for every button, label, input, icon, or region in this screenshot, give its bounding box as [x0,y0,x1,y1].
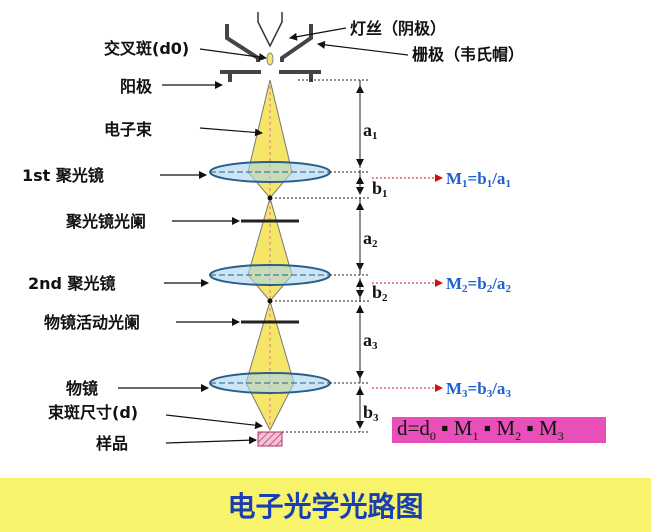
label-objective: 物镜 [66,379,98,398]
label-pointers [118,27,409,445]
label-spot-size: 束斑尺寸(d) [48,403,138,422]
distance-b2: b2 [372,282,388,304]
equation-m1: M1=b1/a1 [446,169,511,190]
label-aperture-1: 聚光镜光阑 [65,212,146,231]
crossover-point-2 [267,298,273,304]
anode-left [220,70,261,82]
grid-cap-right [280,24,313,62]
label-anode: 阳极 [120,77,153,96]
equation-arrows [372,174,443,392]
label-beam: 电子束 [104,120,153,139]
label-lens-2: 2nd 聚光镜 [28,274,116,293]
crossover-spot [266,52,274,66]
footer-banner: 电子光学光路图 [0,478,651,532]
distance-b1: b1 [372,178,388,200]
label-lens-1: 1st 聚光镜 [22,166,104,185]
equation-m3: M3=b3/a3 [446,379,511,400]
formula-highlight [392,417,606,443]
crossover-point-1 [267,195,273,201]
label-sample: 样品 [96,434,128,453]
filament-shape [257,12,283,48]
distance-b3: b3 [363,402,379,424]
spot-size-formula: d=d0 ▪ M1 ▪ M2 ▪ M3 [397,416,564,444]
distance-a3: a3 [363,330,378,352]
footer-title: 电子光学光路图 [227,490,424,523]
grid-cap-left [225,24,260,62]
label-aperture-2: 物镜活动光阑 [44,313,140,332]
sample-block [257,431,283,447]
electron-gun [220,12,321,82]
distance-a2: a2 [363,228,378,250]
equation-m2: M2=b2/a2 [446,274,511,295]
label-crossover: 交叉斑(d0) [104,39,189,58]
label-filament: 灯丝（阴极） [350,19,446,38]
label-grid: 栅极（韦氏帽） [412,45,524,64]
dimension-lines [275,79,370,433]
distance-a1: a1 [363,120,378,142]
